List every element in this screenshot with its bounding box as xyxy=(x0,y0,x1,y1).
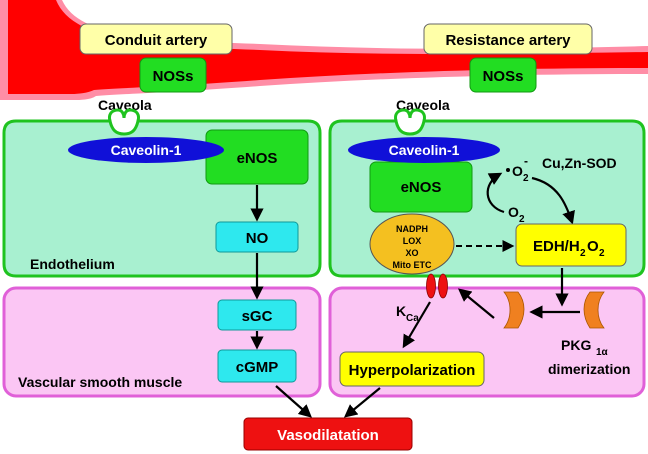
endothelium-label: Endothelium xyxy=(30,256,115,272)
pkg-main: PKG xyxy=(561,337,591,353)
edh-sub: 2 xyxy=(580,248,586,259)
oxygen-sub: 2 xyxy=(519,214,525,225)
dimerization-text: dimerization xyxy=(548,361,630,377)
enos-right-text: eNOS xyxy=(401,179,442,196)
nos-left-text: NOSs xyxy=(153,68,194,85)
cgmp-text: cGMP xyxy=(236,359,279,376)
kca-channel-icon xyxy=(426,273,448,299)
edh-h2o2-box: EDH/H 2 O 2 xyxy=(515,223,627,267)
nos-left-box: NOSs xyxy=(139,57,207,93)
smooth-muscle-label: Vascular smooth muscle xyxy=(18,374,182,390)
nos-right-box: NOSs xyxy=(469,57,537,93)
sgc-text: sGC xyxy=(242,308,273,325)
oxidases-ellipse: NADPH LOX XO Mito ETC xyxy=(369,213,455,275)
arrow-pkg-to-kca xyxy=(457,288,495,319)
superoxide-label: O 2 - xyxy=(506,154,529,184)
oxidase-line-2: LOX xyxy=(403,236,422,246)
caveolin-left-text: Caveolin-1 xyxy=(111,142,182,158)
curved-arrow-superoxide-to-edh xyxy=(531,176,575,225)
vasodilatation-text: Vasodilatation xyxy=(277,427,379,444)
arrow-kca-to-hyperpolarization xyxy=(402,301,431,349)
conduit-artery-label: Conduit artery xyxy=(79,23,233,55)
edh-sub2: 2 xyxy=(599,248,605,259)
kca-sub: Ca xyxy=(406,313,419,324)
nos-right-text: NOSs xyxy=(483,68,524,85)
resistance-artery-label: Resistance artery xyxy=(423,23,593,55)
caveola-right-label: Caveola xyxy=(396,97,450,113)
curved-arrow-o2-to-superoxide xyxy=(486,172,505,214)
hyperpolarization-box: Hyperpolarization xyxy=(339,351,485,387)
superoxide-sup: - xyxy=(524,154,528,168)
enos-left-text: eNOS xyxy=(237,150,278,167)
caveolin-right-ellipse: Caveolin-1 xyxy=(348,137,500,163)
oxygen-label: O 2 xyxy=(508,204,525,225)
arrow-cgmp-to-vasodilatation xyxy=(275,385,312,418)
edh-main: EDH/H xyxy=(533,238,580,255)
caveolin-left-ellipse: Caveolin-1 xyxy=(68,137,224,163)
caveola-left-label: Caveola xyxy=(98,97,152,113)
enos-right-box: eNOS xyxy=(369,161,473,213)
oxygen-o: O xyxy=(508,204,519,220)
cgmp-box: cGMP xyxy=(217,349,297,383)
pkg-dimer-icon xyxy=(503,291,605,329)
pkg-label: PKG 1α dimerization xyxy=(548,337,630,377)
resistance-artery-text: Resistance artery xyxy=(445,32,571,49)
edh-o: O xyxy=(587,238,599,255)
arrow-hyperpolarization-to-vasodilatation xyxy=(343,387,381,418)
caveolin-right-text: Caveolin-1 xyxy=(389,142,460,158)
kca-main: K xyxy=(396,303,406,319)
vasodilatation-box: Vasodilatation xyxy=(243,417,413,451)
pkg-sub: 1α xyxy=(596,347,609,358)
oxidase-line-4: Mito ETC xyxy=(393,260,432,270)
oxidase-line-1: NADPH xyxy=(396,224,428,234)
enos-left-box: eNOS xyxy=(205,129,309,185)
artery-left-end xyxy=(0,0,8,100)
oxidase-line-3: XO xyxy=(405,248,418,258)
conduit-artery-text: Conduit artery xyxy=(105,32,208,49)
no-text: NO xyxy=(246,230,269,247)
sod-label: Cu,Zn-SOD xyxy=(542,155,617,171)
kca-label: K Ca xyxy=(396,303,419,324)
sgc-box: sGC xyxy=(217,299,297,331)
superoxide-sub: 2 xyxy=(523,173,529,184)
no-box: NO xyxy=(215,221,299,253)
hyperpolarization-text: Hyperpolarization xyxy=(349,362,476,379)
superoxide-o: O xyxy=(512,163,523,179)
